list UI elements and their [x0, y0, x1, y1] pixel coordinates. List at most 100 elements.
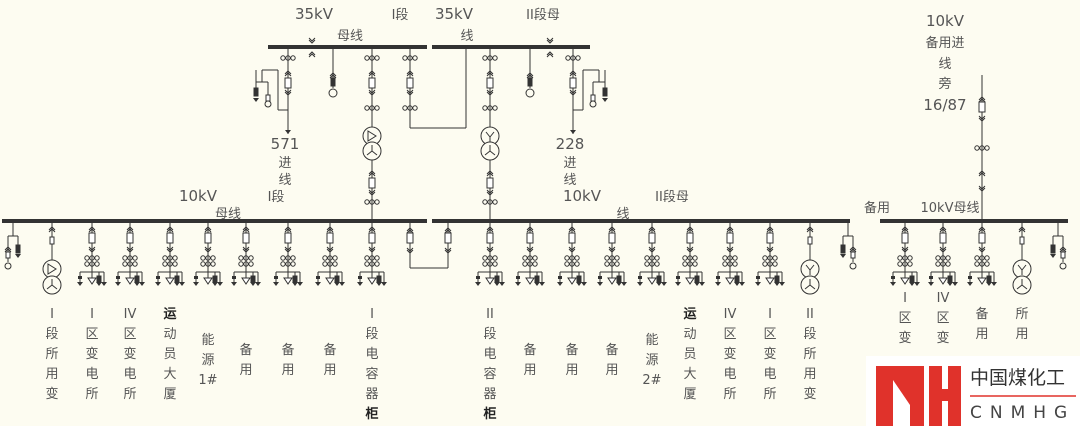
breaker-icon [978, 101, 986, 113]
feeder-label: 器 [365, 387, 378, 402]
arrester-icon [891, 276, 895, 279]
current-transformer-icon [364, 199, 370, 205]
feeder-label: 变 [85, 346, 98, 362]
feeder-label: I [768, 307, 772, 322]
current-transformer-icon [727, 261, 733, 267]
winding-icon [366, 145, 378, 156]
arrester-icon [358, 276, 362, 279]
fuse-icon [5, 251, 11, 259]
current-transformer-icon [565, 55, 571, 61]
ground-icon [779, 282, 785, 286]
current-transformer-icon [487, 261, 493, 267]
current-transformer-icon [364, 55, 370, 61]
current-transformer-icon [89, 261, 95, 267]
current-transformer-icon [979, 145, 985, 151]
feeder-label: 所 [763, 387, 776, 402]
current-transformer-icon [522, 255, 528, 261]
feeder-label: 变 [936, 330, 949, 346]
surge-arrester-icon [174, 275, 180, 283]
current-transformer-icon [94, 255, 100, 261]
feeder-label: 用 [281, 363, 294, 378]
feeder-label: 能 [645, 333, 658, 348]
ground-icon [840, 254, 846, 258]
current-transformer-icon [94, 261, 100, 267]
fuse-icon [807, 236, 813, 245]
current-transformer-icon [907, 255, 913, 261]
feeder-label: 源 [201, 353, 214, 368]
breaker-icon [368, 77, 376, 89]
disconnect-icon [568, 246, 576, 253]
feeder-label: 区 [723, 327, 736, 342]
feeder-label: IV [124, 307, 137, 322]
current-transformer-icon [682, 261, 688, 267]
surge-arrester-icon [534, 275, 540, 283]
spare-incoming-label: 10kV [926, 12, 965, 30]
current-transformer-icon [644, 261, 650, 267]
current-transformer-icon [732, 255, 738, 261]
disconnect-icon [406, 227, 414, 234]
ground-icon [15, 254, 21, 258]
fuse-icon [850, 251, 856, 259]
current-transformer-icon [609, 261, 615, 267]
disconnect-icon [568, 226, 576, 233]
breaker-icon [726, 232, 734, 244]
current-transformer-icon [574, 261, 580, 267]
ground-icon [96, 282, 102, 286]
breaker-icon [126, 232, 134, 244]
disconnect-icon [978, 185, 986, 192]
arrester-icon [558, 276, 562, 279]
surge-arrester-icon [947, 275, 953, 283]
current-transformer-icon [574, 255, 580, 261]
current-transformer-icon [935, 255, 941, 261]
bus-voltage-label: 10kV [563, 187, 602, 205]
current-transformer-icon [132, 255, 138, 261]
current-transformer-icon [482, 199, 488, 205]
current-transformer-icon [532, 255, 538, 261]
arrester-icon [1050, 244, 1056, 254]
current-transformer-icon [692, 261, 698, 267]
breaker-icon [242, 232, 250, 244]
current-transformer-icon [974, 261, 980, 267]
arrester-icon [598, 276, 602, 279]
voltage-transformer-icon [1059, 262, 1067, 270]
fuse-icon [1060, 251, 1066, 259]
disconnect-icon [406, 247, 414, 254]
feeder-label: 段 [483, 327, 496, 342]
disconnect-icon [901, 226, 909, 233]
voltage-transformer-icon [264, 100, 272, 108]
current-transformer-icon [487, 199, 493, 205]
current-transformer-icon [897, 255, 903, 261]
ground-icon [155, 282, 161, 286]
feeder-label: I [90, 307, 94, 322]
current-transformer-icon [172, 255, 178, 261]
breaker-icon [608, 232, 616, 244]
bus-label: 母线 [337, 29, 363, 44]
ground-icon [616, 282, 622, 286]
current-transformer-icon [979, 255, 985, 261]
feeder-label: 用 [45, 367, 58, 382]
ground-icon [576, 282, 582, 286]
feeder-label: 电 [483, 347, 496, 362]
breaker-icon [88, 232, 96, 244]
ground-icon [193, 282, 199, 286]
feeder-label: 所 [803, 347, 816, 362]
voltage-transformer-icon [849, 262, 857, 270]
disconnect-icon [368, 226, 376, 233]
feeder-label: 动 [683, 327, 696, 342]
winding-icon [367, 130, 377, 142]
current-transformer-icon [369, 255, 375, 261]
winding-icon [1017, 264, 1027, 275]
fuse-icon [330, 77, 336, 87]
current-transformer-icon [364, 261, 370, 267]
breaker-icon [686, 232, 694, 244]
current-transformer-icon [654, 255, 660, 261]
disconnect-icon [526, 72, 534, 79]
current-transformer-icon [722, 261, 728, 267]
current-transformer-icon [727, 255, 733, 261]
feeder-label: 备 [975, 306, 988, 322]
current-transformer-icon [167, 261, 173, 267]
current-transformer-icon [569, 261, 575, 267]
disconnect-icon [368, 70, 376, 77]
spare-incoming-label: 旁 [938, 76, 951, 92]
current-transformer-icon [687, 255, 693, 261]
